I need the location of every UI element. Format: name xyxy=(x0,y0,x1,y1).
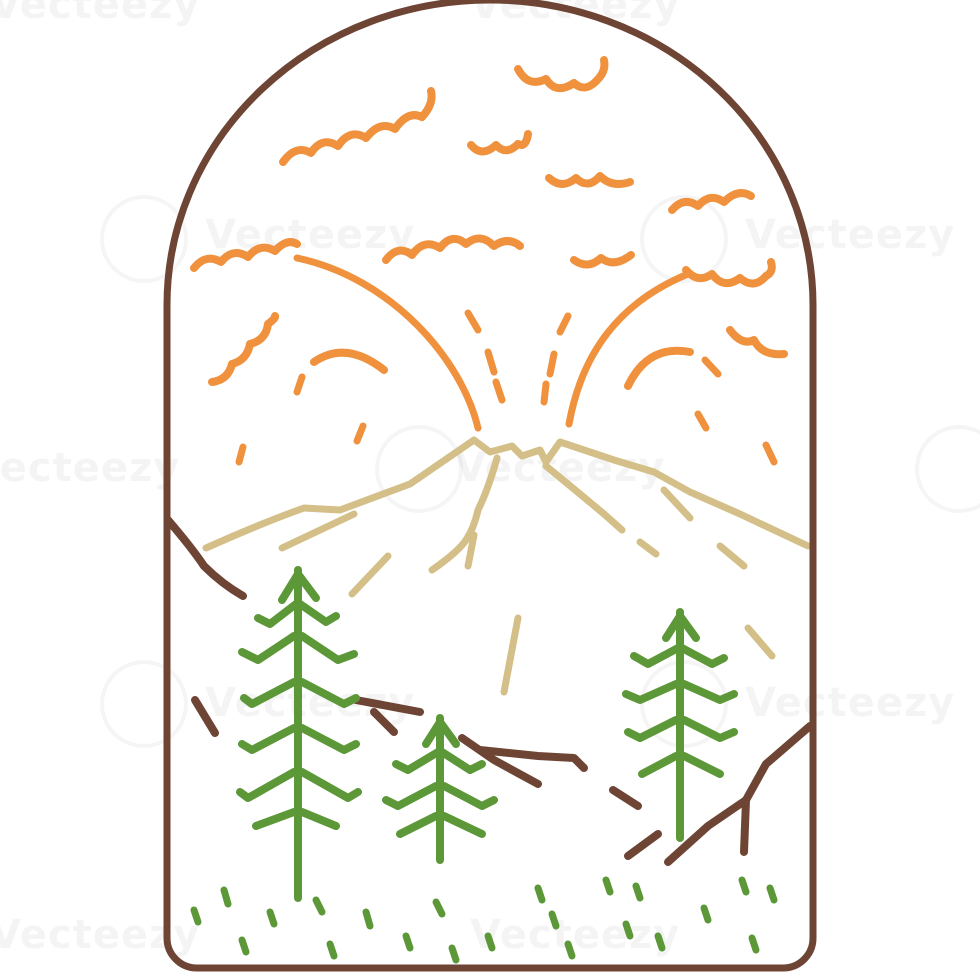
pine-tree-left xyxy=(236,566,362,902)
pine-tree-right xyxy=(622,608,738,842)
hills xyxy=(167,516,813,866)
eruption-arcs xyxy=(235,254,778,466)
clouds xyxy=(190,56,788,390)
arch-frame xyxy=(163,0,817,972)
grass xyxy=(190,876,778,964)
pine-trees xyxy=(236,566,738,902)
volcano xyxy=(202,436,812,696)
pine-tree-middle xyxy=(382,714,498,864)
